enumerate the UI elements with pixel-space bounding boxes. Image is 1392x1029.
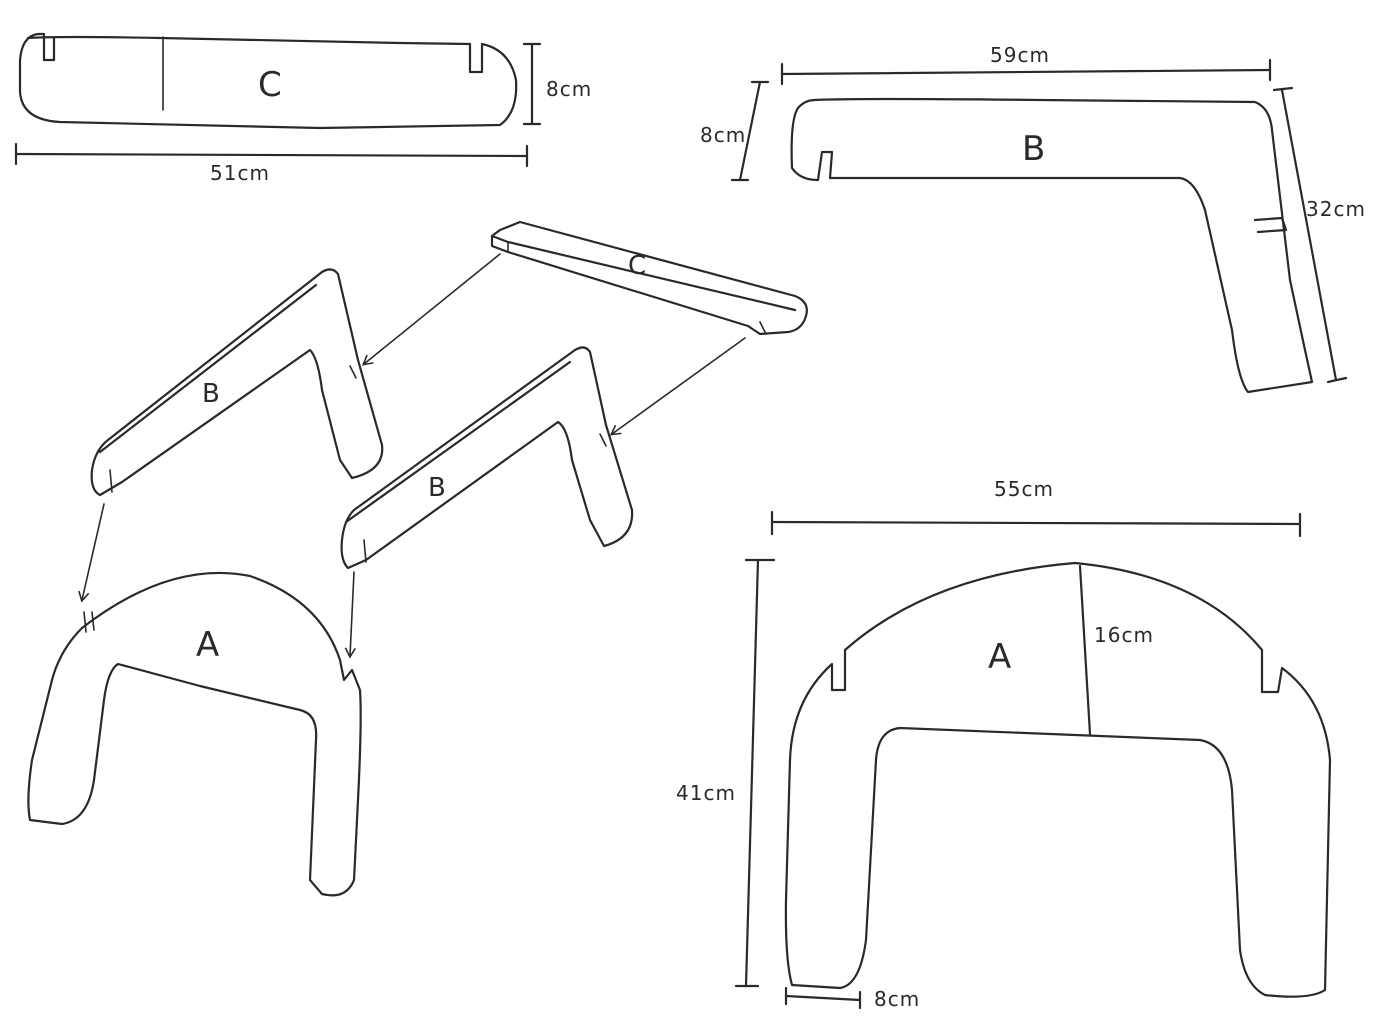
a-leg-dimline (784, 994, 862, 1002)
a-width-dimline (770, 520, 1302, 526)
a-leg-label: 8cm (874, 987, 920, 1011)
a-arch-label: 16cm (1094, 623, 1154, 647)
part-b-flat: B 59cm 8cm 32cm (700, 43, 1366, 394)
a-height-dimline (744, 558, 760, 988)
part-c-iso: C (490, 220, 808, 336)
part-a-iso: A (27, 571, 362, 897)
a-arch-dimline (1078, 564, 1092, 736)
part-b-iso-right: B (340, 346, 634, 570)
b-height-label: 32cm (1306, 197, 1366, 221)
arrow-b-right-to-a (344, 571, 357, 659)
b-width-label: 8cm (700, 123, 746, 147)
part-c-iso-label: C (628, 251, 646, 281)
part-b-iso-right-label: B (428, 473, 446, 503)
b-width-dimline (738, 80, 762, 182)
c-height-label: 8cm (546, 77, 592, 101)
a-height-label: 41cm (676, 781, 736, 805)
arrow-b-left-to-a (78, 503, 105, 603)
b-length-label: 59cm (990, 43, 1050, 67)
b-height-dimline (1280, 88, 1338, 382)
part-c-label: C (258, 65, 282, 105)
arrow-c-to-b-right (609, 337, 746, 436)
part-b-iso-left-label: B (202, 379, 220, 409)
part-a-iso-label: A (196, 625, 219, 665)
part-b-label: B (1022, 129, 1045, 169)
b-length-dimline (780, 68, 1272, 76)
arrow-c-to-b-left (361, 253, 501, 366)
part-a-flat: A 55cm 41cm 16cm 8cm (676, 477, 1332, 1011)
part-a-label: A (988, 637, 1011, 677)
part-b-iso-left: B (90, 268, 384, 497)
part-c-flat: C 51cm 8cm (14, 32, 592, 185)
c-length-dimline (14, 152, 529, 158)
assembly-arrows (78, 253, 746, 659)
a-width-label: 55cm (994, 477, 1054, 501)
c-length-label: 51cm (210, 161, 270, 185)
